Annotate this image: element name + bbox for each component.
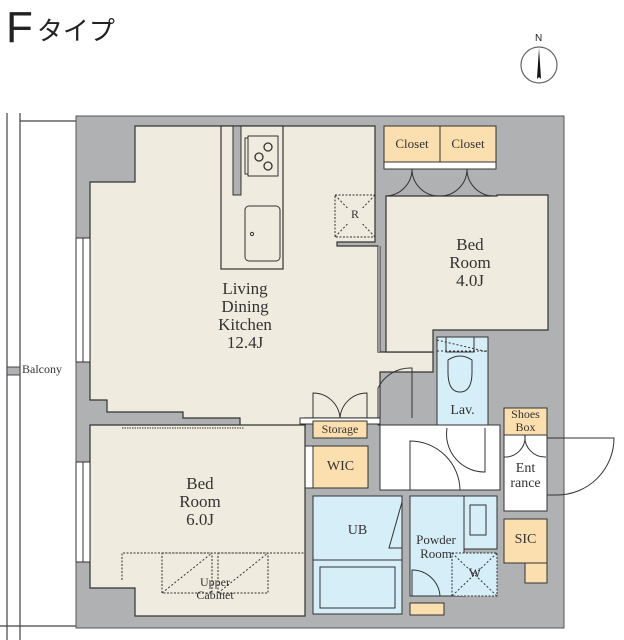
ub-label: UB <box>347 523 368 538</box>
closet-a-label: Closet <box>395 136 429 151</box>
washer-label: W <box>468 565 482 580</box>
shoes-box-label: Shoes Box <box>504 408 547 433</box>
bed1-line2: Room <box>449 252 491 272</box>
entrance-label: Ent rance <box>504 461 547 491</box>
bedroom-4j-floor <box>385 194 549 353</box>
bedroom-4j-label: Bed Room 4.0J <box>420 236 520 290</box>
upper-cabinet-label: Upper Cabinet <box>180 576 250 601</box>
compass: N <box>519 33 559 84</box>
lav-label: Lav. <box>450 403 475 418</box>
refrigerator-space <box>334 194 376 238</box>
upper-cabinet-line1: Upper <box>200 575 230 589</box>
bedroom-6j-floor <box>89 424 306 617</box>
balcony-label: Balcony <box>22 362 62 376</box>
powder-room-line2: Room <box>420 545 452 561</box>
washer-space <box>451 552 498 597</box>
ldk-line2: Dining <box>221 296 269 316</box>
bed1-line1: Bed <box>456 235 484 254</box>
bed2-line1: Bed <box>186 474 214 493</box>
entrance-line2: rance <box>510 475 541 491</box>
type-suffix: タイプ <box>36 16 115 46</box>
closet-a[interactable] <box>383 125 441 163</box>
sic-label: SIC <box>514 532 537 547</box>
storage[interactable] <box>312 420 368 439</box>
entrance[interactable] <box>503 434 548 512</box>
balcony-area <box>0 113 76 640</box>
powder-room-line1: Powder <box>416 532 456 547</box>
wic-label: WIC <box>326 459 355 474</box>
bedroom-6j-label: Bed Room 6.0J <box>150 475 250 529</box>
ldk-label: Living Dining Kitchen 12.4J <box>190 280 300 351</box>
sic[interactable] <box>503 518 548 564</box>
bed1-size: 4.0J <box>456 270 484 290</box>
bed2-size: 6.0J <box>186 509 214 529</box>
upper-cabinet <box>161 552 213 594</box>
shoes-box-line1: Shoes <box>511 407 540 421</box>
refrigerator-label: R <box>350 207 359 221</box>
closet-b[interactable] <box>439 125 497 163</box>
entrance-line1: Ent <box>515 461 536 476</box>
front-door[interactable] <box>547 437 615 496</box>
north-label: N <box>535 33 543 44</box>
shoes-box[interactable] <box>503 407 548 436</box>
bathtub-icon <box>319 566 396 609</box>
ldk-line3: Kitchen <box>218 314 272 334</box>
wic[interactable] <box>312 445 369 489</box>
storage-label: Storage <box>321 422 359 436</box>
ldk-size: 12.4J <box>226 332 264 352</box>
ldk-line1: Living <box>222 279 268 298</box>
powder-room-label: Powder Room <box>408 533 464 560</box>
upper-cabinet-line2: Cabinet <box>196 587 234 602</box>
type-letter: F <box>6 3 33 52</box>
toilet-icon <box>447 355 473 393</box>
north-arrow-icon <box>520 46 558 84</box>
closet-b-label: Closet <box>451 136 485 151</box>
shoes-box-line2: Box <box>515 419 536 434</box>
sink-icon <box>244 205 281 262</box>
bed2-line2: Room <box>179 491 221 511</box>
